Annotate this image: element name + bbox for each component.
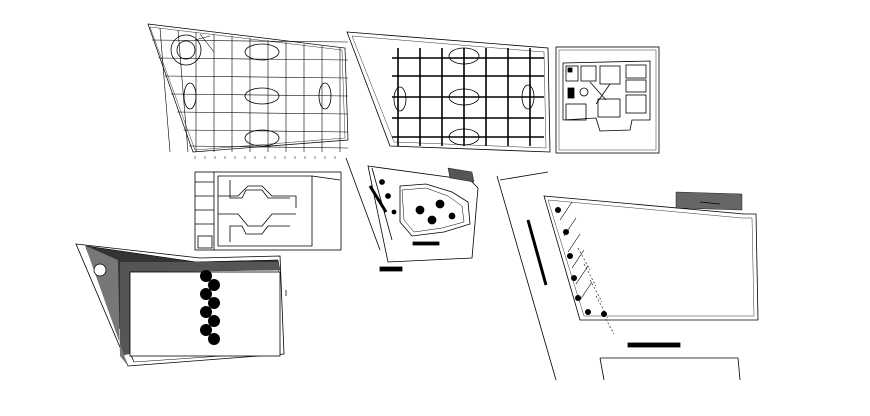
courtyard-plan bbox=[75, 243, 287, 367]
room-layout-plan bbox=[555, 46, 660, 154]
landscape-site-plan-small bbox=[345, 157, 479, 272]
ellipse-fixtures-1 bbox=[170, 34, 332, 147]
ceiling-grid-plan-1 bbox=[147, 23, 349, 159]
stair-core-plan bbox=[194, 171, 342, 251]
ceiling-grid-plan-2 bbox=[346, 31, 551, 153]
landscape-site-plan-large bbox=[496, 171, 759, 381]
